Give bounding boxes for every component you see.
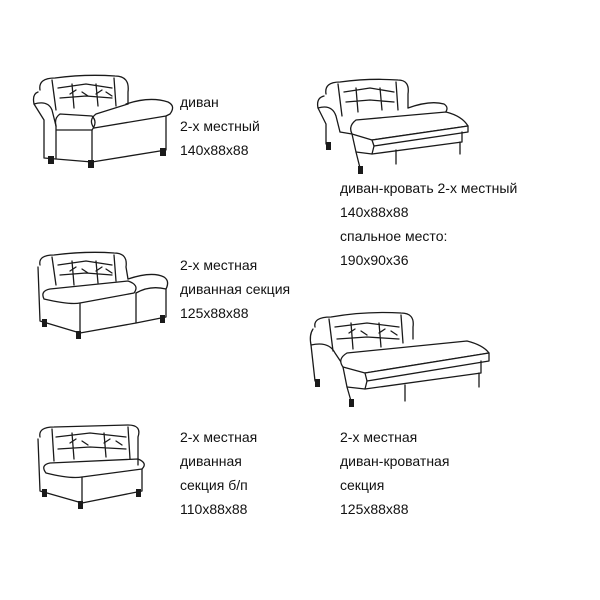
sofa-2-seat-drawing [32, 74, 174, 168]
sofa-bed-section-drawing [309, 311, 490, 407]
dimensions: 140x88x88 [340, 204, 409, 220]
sofa-bed-2-seat-label: диван-кровать 2-х местный 140x88x88 спал… [340, 176, 517, 272]
label-line: 2-х местная [180, 429, 258, 445]
label-line: диванная [180, 453, 242, 469]
label-line: диван-кроватная [340, 453, 450, 469]
label-line: секция [340, 477, 385, 493]
sofa-section-2-seat-drawing [37, 251, 169, 339]
label-line: 2-х местная [180, 257, 258, 273]
sofa-2-seat-label: диван 2-х местный 140x88x88 [180, 90, 260, 162]
label-line: диванная секция [180, 281, 291, 297]
label-line: секция б/п [180, 477, 248, 493]
sleeping-dimensions: 190x90x36 [340, 252, 409, 268]
dimensions: 125x88x88 [180, 305, 249, 321]
label-line: диван [180, 94, 219, 110]
sofa-bed-section-label: 2-х местная диван-кроватная секция 125x8… [340, 425, 449, 521]
dimensions: 110x88x88 [180, 501, 248, 517]
label-line: 2-х местный [180, 118, 260, 134]
sofa-section-no-armrest-label: 2-х местная диванная секция б/п 110x88x8… [180, 425, 257, 521]
sofa-section-no-armrest-drawing [37, 424, 145, 509]
label-line: 2-х местная [340, 429, 418, 445]
label-line: спальное место: [340, 228, 448, 244]
sofa-bed-2-seat-drawing [316, 78, 469, 174]
dimensions: 140x88x88 [180, 142, 249, 158]
sofa-section-2-seat-label: 2-х местная диванная секция 125x88x88 [180, 253, 290, 325]
dimensions: 125x88x88 [340, 501, 409, 517]
label-line: диван-кровать 2-х местный [340, 180, 518, 196]
